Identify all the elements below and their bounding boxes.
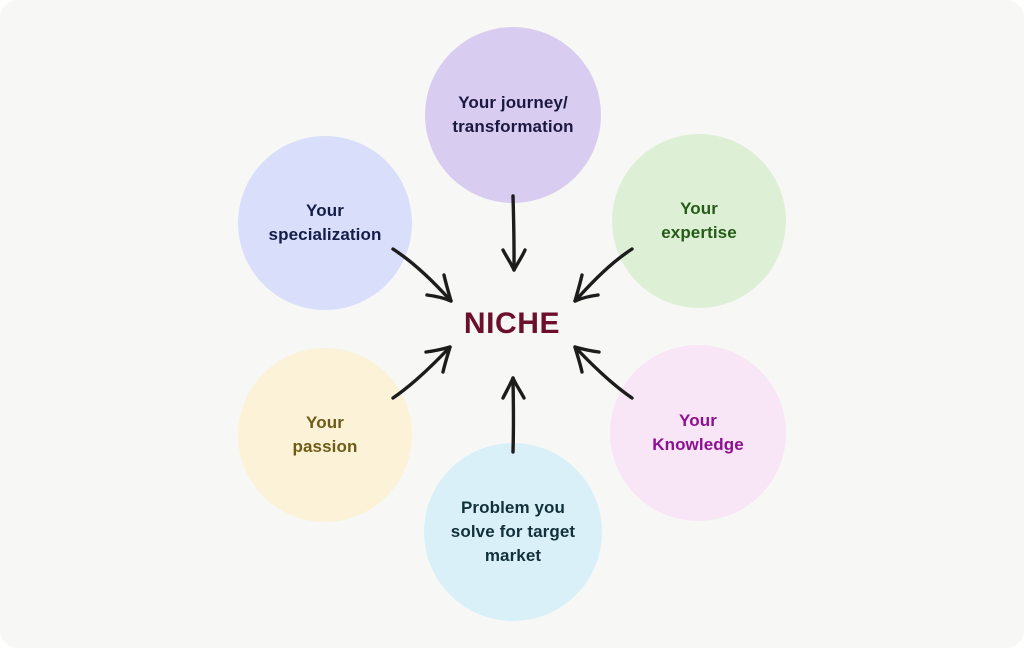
node-your-specialization[interactable]: Your specialization (238, 136, 412, 310)
arrow-passion-to-center (391, 345, 452, 400)
node-your-journey-transformation[interactable]: Your journey/ transformation (425, 27, 601, 203)
node-label-expertise: Your expertise (661, 198, 737, 242)
node-your-passion[interactable]: Your passion (238, 348, 412, 522)
center-label-niche: NICHE (412, 298, 612, 350)
node-label-passion: Your passion (292, 412, 358, 456)
arrow-journey-to-center (501, 194, 527, 272)
node-label-specialization: Your specialization (268, 200, 382, 244)
node-problem-you-solve-for-target-market[interactable]: Problem you solve for target market (424, 443, 602, 621)
arrow-problem-to-center (501, 376, 526, 454)
node-label-problem: Problem you solve for target market (450, 497, 576, 566)
node-label-knowledge: Your Knowledge (652, 410, 744, 454)
node-your-expertise[interactable]: Your expertise (612, 134, 786, 308)
center-label-text: NICHE (463, 307, 561, 340)
node-label-journey: Your journey/ transformation (452, 92, 574, 136)
node-your-knowledge[interactable]: Your Knowledge (610, 345, 786, 521)
